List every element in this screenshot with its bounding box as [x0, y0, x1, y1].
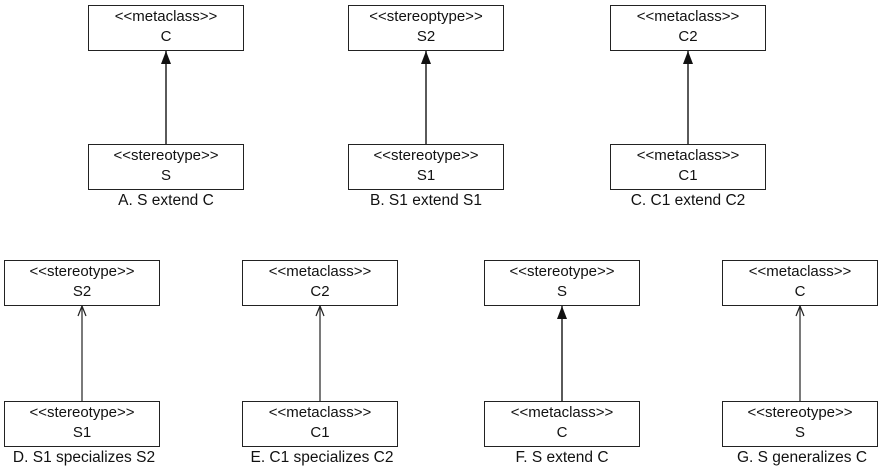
diagram-a-bottom-name: S	[160, 167, 171, 184]
open-arrowhead-d	[77, 304, 87, 317]
diagram-b-bottom-name: S1	[416, 167, 436, 184]
diagram-d-top-stereotype: <<stereotype>>	[29, 263, 135, 280]
diagram-f-bottom-box: <<metaclass>> C	[484, 401, 640, 447]
diagram-e-top-stereotype: <<metaclass>>	[268, 263, 372, 280]
diagram-c-caption: C. C1 extend C2	[630, 192, 746, 209]
diagram-e-bottom-box: <<metaclass>> C1	[242, 401, 398, 447]
diagram-b-top-stereotype: <<stereoptype>>	[369, 8, 483, 25]
filled-arrowhead-b	[421, 51, 431, 64]
diagram-g-top-stereotype: <<metaclass>>	[748, 263, 852, 280]
diagram-a-top-box: <<metaclass>> C	[88, 5, 244, 51]
diagram-b-bottom-stereotype: <<stereotype>>	[373, 147, 479, 164]
diagram-g-top-name: C	[794, 283, 806, 300]
diagram-c-top-box: <<metaclass>> C2	[610, 5, 766, 51]
diagram-e-caption: E. C1 specializes C2	[250, 449, 394, 466]
diagram-c-bottom-box: <<metaclass>> C1	[610, 144, 766, 190]
diagram-b-top-box: <<stereoptype>> S2	[348, 5, 504, 51]
diagram-f-caption: F. S extend C	[515, 449, 609, 466]
diagram-c-bottom-name: C1	[678, 167, 698, 184]
diagram-d-bottom-box: <<stereotype>> S1	[4, 401, 160, 447]
open-arrowhead-g	[795, 304, 805, 317]
diagram-d-top-name: S2	[72, 283, 92, 300]
diagram-b-top-name: S2	[416, 28, 436, 45]
diagram-d-bottom-stereotype: <<stereotype>>	[29, 404, 135, 421]
diagram-a-top-name: C	[160, 28, 172, 45]
diagram-e-top-box: <<metaclass>> C2	[242, 260, 398, 306]
diagram-e-bottom-name: C1	[310, 424, 330, 441]
diagram-f-top-stereotype: <<stereotype>>	[509, 263, 615, 280]
diagram-e-top-name: C2	[310, 283, 330, 300]
diagram-g-bottom-name: S	[794, 424, 805, 441]
diagram-c-top-name: C2	[678, 28, 698, 45]
diagram-e-bottom-stereotype: <<metaclass>>	[268, 404, 372, 421]
diagram-d-caption: D. S1 specializes S2	[12, 449, 156, 466]
diagram-f-bottom-name: C	[556, 424, 568, 441]
filled-arrowhead-f	[557, 306, 567, 319]
diagram-f-top-box: <<stereotype>> S	[484, 260, 640, 306]
filled-arrowhead-c	[683, 51, 693, 64]
diagram-g-bottom-box: <<stereotype>> S	[722, 401, 878, 447]
open-arrowhead-e	[315, 304, 325, 317]
diagram-c-bottom-stereotype: <<metaclass>>	[636, 147, 740, 164]
diagram-g-top-box: <<metaclass>> C	[722, 260, 878, 306]
diagram-a-bottom-stereotype: <<stereotype>>	[113, 147, 219, 164]
diagram-d-top-box: <<stereotype>> S2	[4, 260, 160, 306]
diagram-g-caption: G. S generalizes C	[736, 449, 868, 466]
diagram-f-bottom-stereotype: <<metaclass>>	[510, 404, 614, 421]
filled-arrowhead-a	[161, 51, 171, 64]
diagram-b-caption: B. S1 extend S1	[369, 192, 483, 209]
diagram-f-top-name: S	[556, 283, 567, 300]
diagram-g-bottom-stereotype: <<stereotype>>	[747, 404, 853, 421]
diagram-d-bottom-name: S1	[72, 424, 92, 441]
diagram-c-top-stereotype: <<metaclass>>	[636, 8, 740, 25]
diagram-a-top-stereotype: <<metaclass>>	[114, 8, 218, 25]
diagram-b-bottom-box: <<stereotype>> S1	[348, 144, 504, 190]
diagram-a-caption: A. S extend C	[118, 192, 214, 209]
diagram-a-bottom-box: <<stereotype>> S	[88, 144, 244, 190]
